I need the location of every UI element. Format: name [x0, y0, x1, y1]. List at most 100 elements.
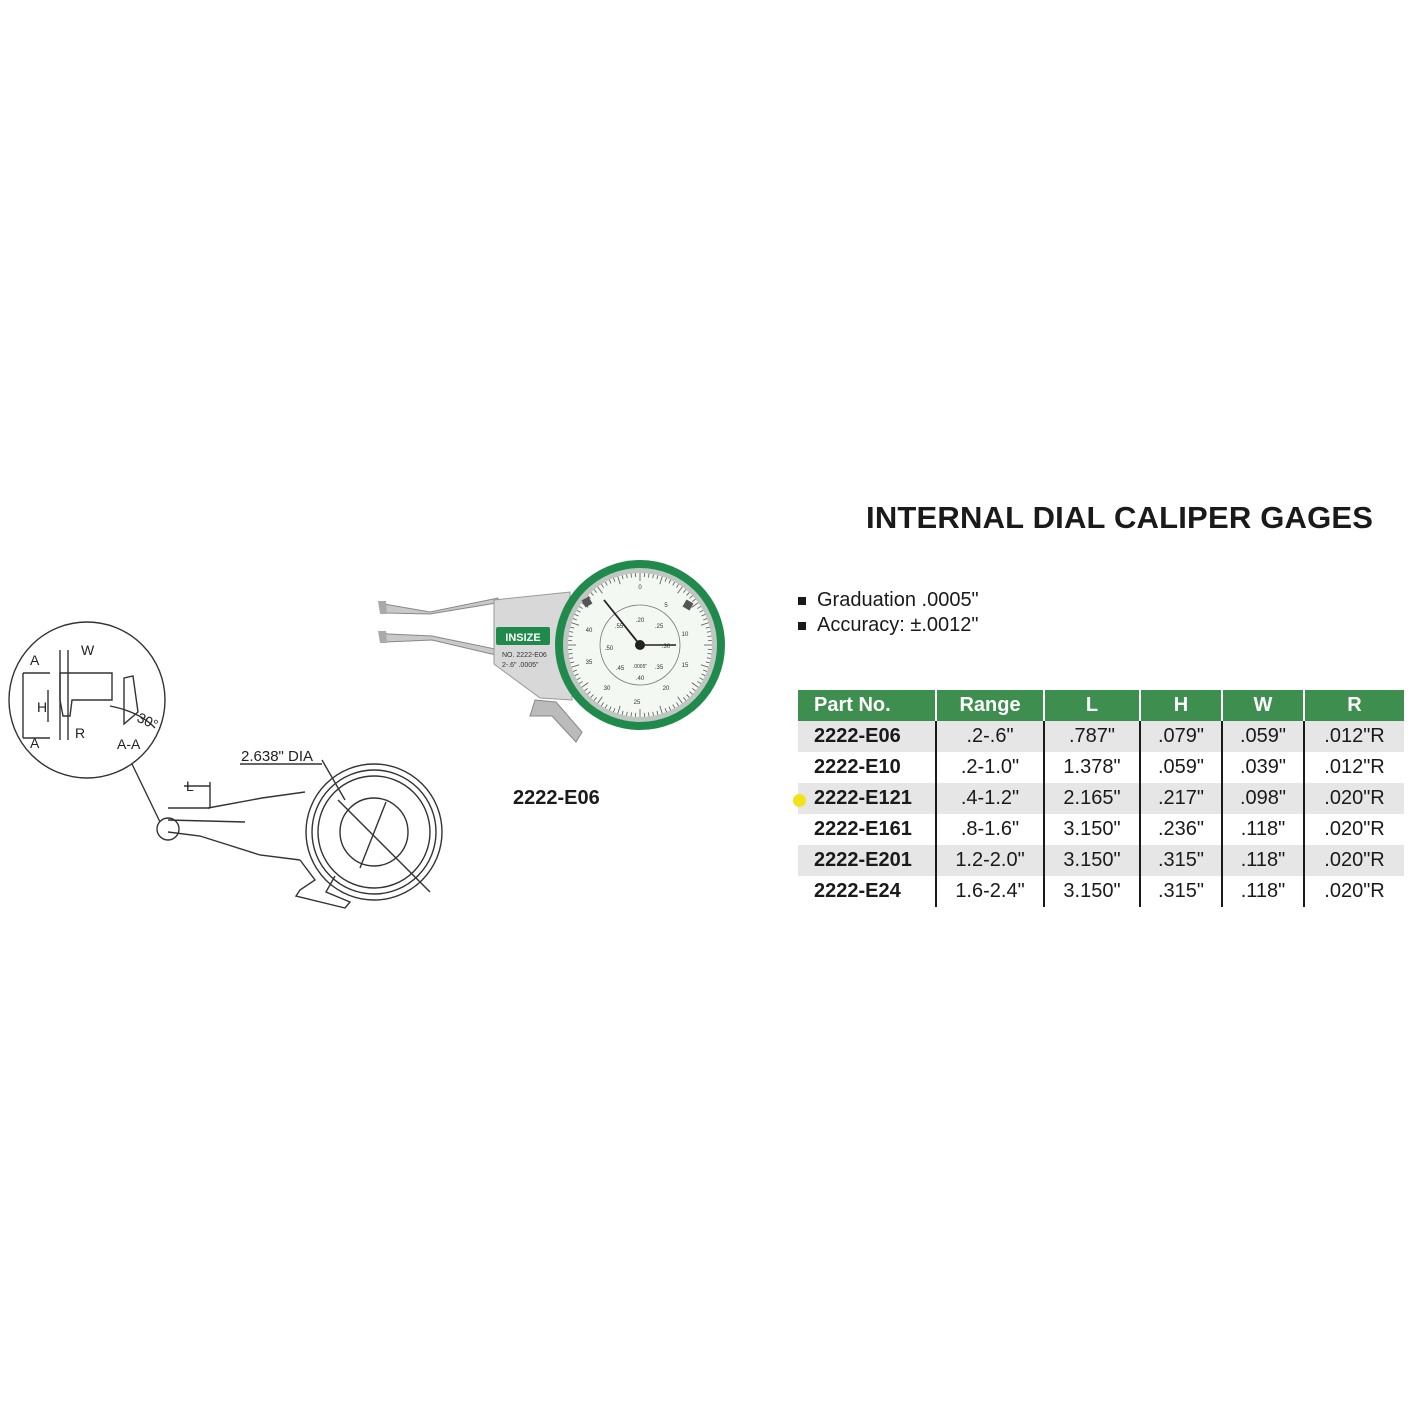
dial-tick: [707, 635, 712, 637]
column-header-w: W: [1221, 690, 1304, 721]
dial-tick: [584, 688, 588, 692]
cell-w: .059": [1221, 721, 1304, 752]
dial-tick: [590, 694, 594, 698]
dial-label: .45: [616, 666, 625, 672]
cell-l: .787": [1043, 721, 1140, 752]
table-row: 2222-E24 1.6-2.4"3.150".315".118".020"R: [798, 876, 1404, 907]
dial-tick: [677, 696, 683, 704]
dial-label: .35: [655, 665, 664, 671]
brand-label-plate: [496, 627, 550, 645]
detail-circle: [8, 621, 166, 779]
dial-label: 10: [682, 632, 689, 638]
cell-w: .118": [1221, 845, 1304, 876]
dial-tick: [572, 669, 577, 672]
cell-r: .012"R: [1303, 752, 1404, 783]
column-header-l: L: [1043, 690, 1140, 721]
dial-tick: [691, 602, 699, 608]
detail-reference-circle: [156, 817, 180, 841]
dial-label: .55: [615, 624, 624, 630]
dial-tick: [676, 583, 679, 588]
dial-tick: [703, 669, 708, 672]
column-header-h: H: [1139, 690, 1222, 721]
cell-h: .315": [1139, 876, 1222, 907]
cell-l: 3.150": [1043, 876, 1140, 907]
cell-r: .020"R: [1303, 876, 1404, 907]
spec-item-graduation: Graduation .0005": [798, 588, 979, 613]
dial-label: .30: [662, 644, 671, 650]
dial-tick: [597, 696, 603, 704]
dial-tick: [664, 708, 667, 713]
dial-tick: [677, 586, 683, 594]
dial-label: 5: [664, 603, 668, 609]
spec-list: Graduation .0005" Accuracy: ±.0012": [798, 588, 979, 638]
dial-label: 0: [638, 585, 642, 591]
drawing-dial-outer: [305, 763, 443, 901]
dial-tick: [691, 682, 699, 688]
cell-h: .217": [1139, 783, 1222, 814]
cell-r: .020"R: [1303, 783, 1404, 814]
dial-tick: [652, 711, 654, 716]
dial-tick: [648, 573, 650, 578]
spec-text: Graduation .0005": [817, 589, 979, 611]
dial-tick: [570, 661, 575, 664]
product-caption: 2222-E06: [513, 787, 600, 809]
height-label: H: [37, 699, 47, 715]
dial-tick: [621, 575, 624, 580]
dial-tick: [689, 691, 693, 695]
cell-range: 1.6-2.4": [935, 876, 1044, 907]
page-title: INTERNAL DIAL CALIPER GAGES: [866, 500, 1374, 535]
section-a-label: A: [30, 735, 40, 751]
dial-tick: [572, 618, 577, 621]
dial-tick: [672, 581, 676, 586]
length-label: L: [186, 778, 194, 794]
angle-label: 30°: [135, 709, 161, 732]
table-row: 2222-E06.2-.6".787".079".059".012"R: [798, 721, 1404, 752]
cell-part-no: 2222-E201: [798, 845, 936, 876]
cell-part-no: 2222-E161: [814, 818, 912, 840]
cell-w: .118": [1221, 876, 1304, 907]
dial-tick: [668, 579, 672, 584]
width-label: W: [81, 642, 95, 658]
dial-tick: [692, 688, 696, 692]
dial-label: 20: [663, 686, 670, 692]
radius-label: R: [75, 725, 85, 741]
dial-tick: [570, 626, 575, 629]
square-bullet-icon: [798, 596, 806, 605]
dial-tick: [700, 664, 709, 668]
cell-w: .098": [1221, 783, 1304, 814]
dial-tick: [652, 574, 654, 579]
dial-tick: [568, 635, 573, 637]
cell-part-no: 2222-E24: [814, 880, 901, 902]
cell-part-no: 2222-E121: [798, 783, 936, 814]
dial-tick: [571, 664, 580, 668]
dia-label: 2.638" DIA: [241, 748, 313, 765]
dial-tick: [578, 606, 583, 609]
dial-label: 30: [604, 686, 611, 692]
dial-tick: [664, 577, 667, 582]
dial-tick: [613, 577, 616, 582]
dial-tick: [568, 653, 573, 655]
dial-tick: [699, 609, 704, 613]
dial-tick: [699, 677, 704, 681]
dial-tick: [703, 618, 708, 621]
section-a-label: A: [30, 652, 40, 668]
dial-tick: [569, 631, 574, 633]
cell-range: 1.2-2.0": [935, 845, 1044, 876]
dial-tick: [613, 708, 616, 713]
column-header-range: Range: [935, 690, 1044, 721]
dial-tick: [706, 657, 711, 659]
dial-label: 35: [586, 660, 593, 666]
cell-range: .8-1.6": [935, 814, 1044, 845]
dial-tick: [656, 710, 659, 715]
dial-tick: [571, 622, 580, 626]
dial-label: 25: [634, 700, 641, 706]
dial-tick: [604, 581, 608, 586]
cell-h: .236": [1139, 814, 1222, 845]
cell-r: .020"R: [1303, 845, 1404, 876]
spec-text: Accuracy: ±.0012": [817, 614, 979, 636]
column-header-part-no: Part No.: [798, 690, 936, 721]
cell-r: .012"R: [1303, 721, 1404, 752]
column-header-r: R: [1303, 690, 1404, 721]
section-title-label: A-A: [117, 736, 141, 752]
table-row: 2222-E121.4-1.2"2.165".217".098".020"R: [798, 783, 1404, 814]
